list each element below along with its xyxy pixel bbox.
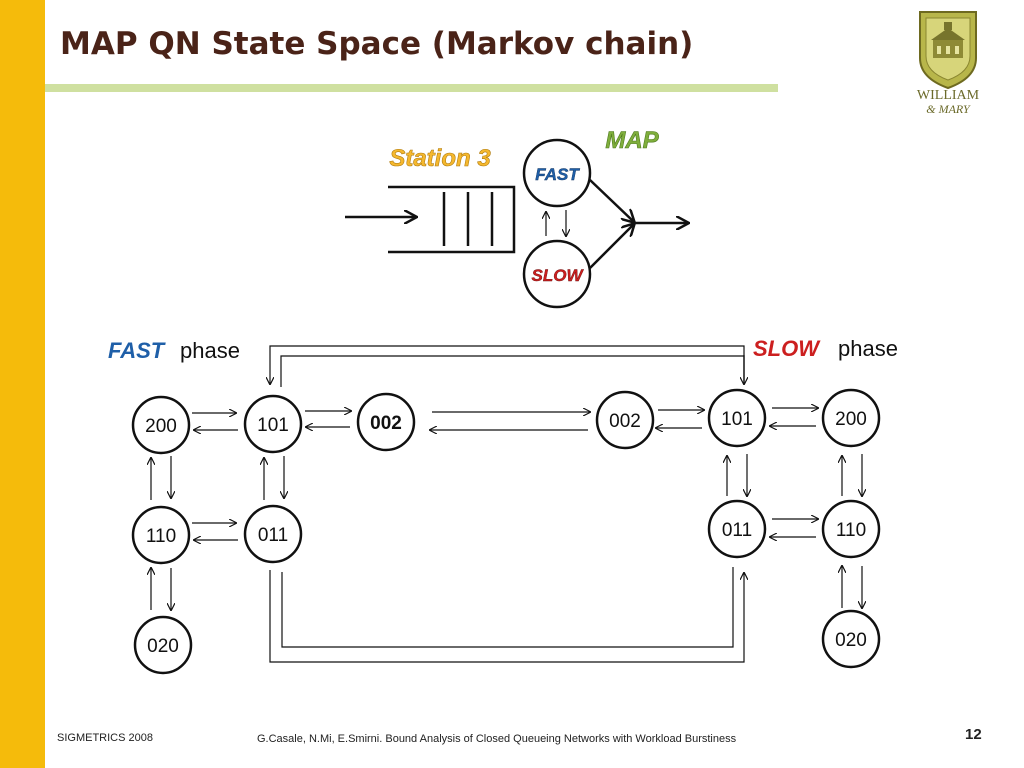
- state-label: 002: [370, 413, 402, 434]
- state-label: 002: [609, 411, 641, 432]
- state-node: [131, 395, 191, 455]
- fast-phase-suffix: phase: [180, 338, 240, 363]
- fast-server: [522, 138, 592, 208]
- state-node: [356, 392, 416, 452]
- state-node: [707, 499, 767, 559]
- state-node: [821, 388, 881, 448]
- transition-arrows: [151, 345, 862, 663]
- state-node: [133, 615, 193, 675]
- state-node: [243, 394, 303, 454]
- slide-title: MAP QN State Space (Markov chain): [60, 26, 694, 62]
- slow-phase-states: 002 101 200 011 110 020: [595, 388, 881, 669]
- title-underline: [45, 84, 778, 92]
- map-label: MAP: [605, 127, 659, 154]
- slow-phase-suffix: phase: [838, 336, 898, 361]
- state-label: 110: [836, 520, 866, 541]
- footer-citation: G.Casale, N.Mi, E.Smirni. Bound Analysis…: [257, 733, 737, 745]
- state-node: [131, 505, 191, 565]
- state-node: [243, 504, 303, 564]
- slow-server: [522, 239, 592, 309]
- fast-server-label: FAST: [535, 165, 580, 184]
- state-label: 011: [722, 520, 752, 541]
- slow-phase-word: SLOW: [753, 336, 821, 361]
- fast-phase-word: FAST: [108, 338, 166, 363]
- side-bar: [0, 0, 45, 768]
- state-node: [821, 499, 881, 559]
- station-label: Station 3: [389, 145, 491, 172]
- state-label: 110: [146, 526, 176, 547]
- state-node: [707, 388, 767, 448]
- state-node: [595, 390, 655, 450]
- state-label: 020: [835, 630, 867, 651]
- fast-phase-states: 200 101 002 110 011 020: [131, 392, 416, 675]
- slow-server-label: SLOW: [532, 266, 585, 285]
- state-label: 011: [258, 525, 288, 546]
- queue-buffer: [388, 185, 516, 254]
- station-schematic: Station 3 MAP FAST SLOW: [345, 127, 688, 309]
- logo-line-1: WILLIAM: [916, 88, 980, 103]
- william-mary-crest-icon: [919, 11, 977, 90]
- state-label: 101: [257, 415, 289, 436]
- page-number: 12: [965, 726, 982, 743]
- state-label: 200: [835, 409, 867, 430]
- state-label: 101: [721, 409, 753, 430]
- footer-conference: SIGMETRICS 2008: [57, 732, 153, 744]
- state-node: [821, 609, 881, 669]
- state-label: 020: [147, 636, 179, 657]
- logo-line-2: & MARY: [926, 102, 970, 116]
- state-label: 200: [145, 416, 177, 437]
